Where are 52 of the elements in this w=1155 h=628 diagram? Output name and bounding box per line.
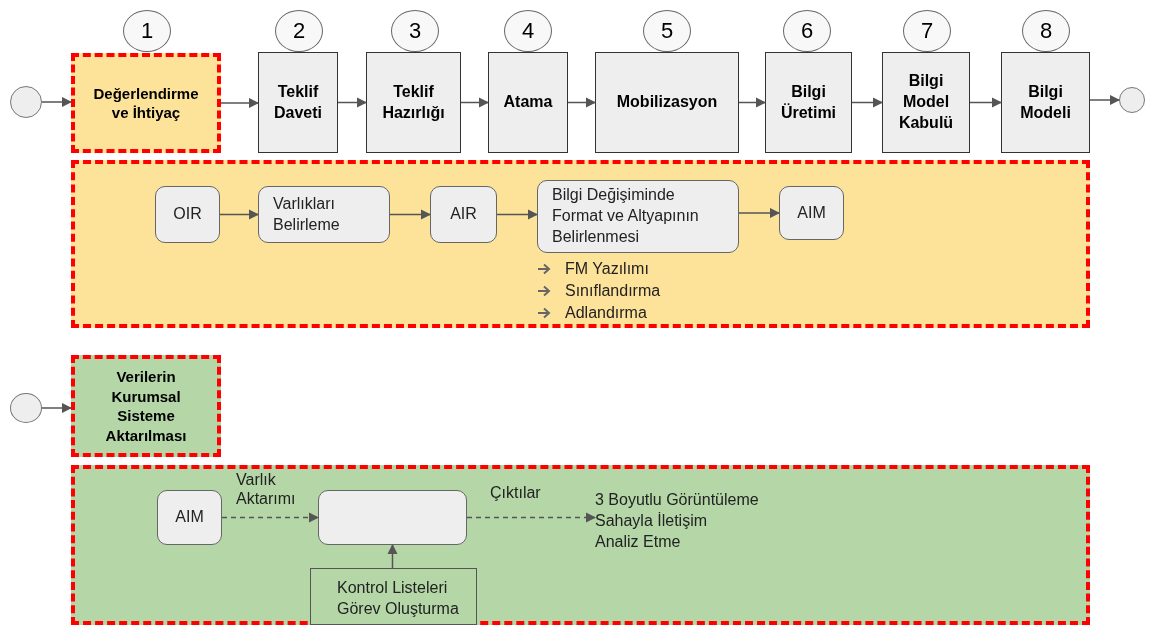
bullet-text: Sınıflandırma: [565, 281, 661, 301]
arrow: [387, 543, 398, 569]
phase-box: Değerlendirme ve İhtiyaç: [71, 53, 221, 153]
phase-box: Verilerin Kurumsal Sisteme Aktarılması: [71, 355, 221, 457]
step-number: 4: [504, 10, 552, 52]
empty-box: [71, 160, 1090, 328]
empty-box: [71, 465, 1090, 625]
process-box: Varlıkları Belirleme: [258, 186, 390, 243]
arrow: [221, 512, 320, 523]
process-box: Mobilizasyon: [595, 52, 739, 153]
start-end-circle: [10, 393, 42, 423]
process-box: Atama: [488, 52, 568, 153]
arrow: [41, 402, 73, 414]
arrow: [496, 209, 539, 220]
process-box: OIR: [155, 186, 220, 243]
step-number: 6: [783, 10, 831, 52]
step-number: 1: [123, 10, 171, 52]
input-box: Kontrol Listeleri Görev Oluşturma: [310, 568, 477, 625]
arrow: [738, 97, 767, 108]
step-number: 3: [391, 10, 439, 52]
process-box: Bilgi Model Kabulü: [882, 52, 970, 153]
step-number: 8: [1022, 10, 1070, 52]
process-box: AIM: [157, 490, 222, 545]
arrow: [219, 209, 260, 220]
arrow: [851, 97, 884, 108]
step-number: 7: [903, 10, 951, 52]
arrow: [41, 96, 73, 108]
bullet-text: Adlandırma: [565, 303, 647, 323]
edge-label: Çıktılar: [490, 483, 542, 503]
arrow: [738, 207, 781, 219]
arrow: [460, 97, 490, 108]
output-list: 3 Boyutlu Görüntüleme Sahayla İletişim Analiz Etme: [595, 490, 800, 555]
arrow: [1089, 94, 1121, 106]
process-box: Bilgi Modeli: [1001, 52, 1090, 153]
edge-label: Varlık Aktarımı: [236, 470, 297, 509]
process-box: Bilgi Üretimi: [765, 52, 852, 153]
step-number: 2: [275, 10, 323, 52]
process-box: AIR: [430, 186, 497, 243]
start-end-circle: [10, 86, 42, 118]
process-box: AIM: [779, 186, 844, 240]
start-end-circle: [1119, 87, 1145, 113]
arrow: [220, 97, 260, 109]
step-number: 5: [643, 10, 691, 52]
empty-box: [318, 490, 467, 545]
process-box: Teklif Daveti: [258, 52, 338, 153]
arrow: [389, 209, 432, 220]
arrow: [969, 97, 1003, 108]
arrow: [337, 97, 368, 108]
bullet-text: FM Yazılımı: [565, 259, 649, 279]
arrow: [567, 97, 597, 108]
arrow: [466, 512, 597, 523]
process-box: Teklif Hazırlığı: [366, 52, 461, 153]
